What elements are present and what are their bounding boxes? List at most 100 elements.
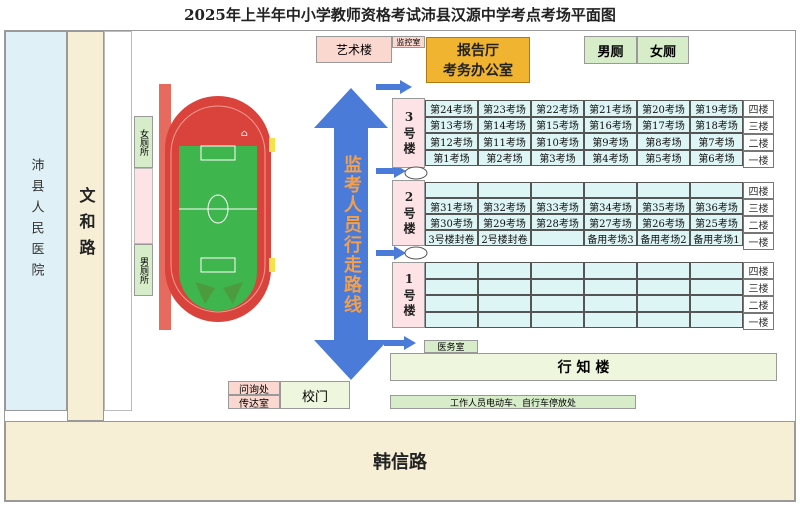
room-cell (531, 311, 584, 328)
room-cell (531, 278, 584, 295)
wenhe-road-label: 文和路 (76, 187, 96, 265)
field-marker: ⌂ (241, 129, 248, 139)
floor-label: 三楼 (743, 199, 774, 216)
room-cell (637, 182, 690, 198)
floor-label: 二楼 (743, 134, 774, 151)
route-arrow (314, 88, 388, 380)
female-wc-top: 女厕 (637, 36, 689, 64)
room-cell (425, 295, 478, 312)
building-1-label: 1号楼 (392, 262, 425, 328)
room-cell: 第11考场 (478, 133, 531, 150)
floor-label: 一楼 (743, 233, 774, 250)
route-label: 监考人员行走路线 (341, 155, 362, 315)
floor-label: 二楼 (743, 296, 774, 313)
room-cell: 第23考场 (478, 100, 531, 117)
room-cell: 第31考场 (425, 198, 478, 214)
page-title: 2025年上半年中小学教师资格考试沛县汉源中学考点考场平面图 (184, 6, 616, 24)
field-top-arc (179, 107, 257, 146)
room-cell: 第25考场 (690, 214, 743, 230)
exam-office: 报告厅 考务办公室 (426, 37, 530, 83)
floor-label: 三楼 (743, 279, 774, 296)
room-cell (478, 262, 531, 279)
field-corner-left (195, 282, 215, 304)
room-cell: 第32考场 (478, 198, 531, 214)
stair-marker-b2 (404, 246, 428, 260)
room-cell: 第7考场 (690, 133, 743, 150)
field-side-pink (134, 168, 153, 244)
monitor-room-label: 监控室 (396, 37, 421, 47)
floor-label: 二楼 (743, 216, 774, 233)
building-3-grid: 第24考场 第23考场 第22考场 第21考场 第20考场 第19考场 第13考… (425, 100, 743, 166)
room-cell (425, 278, 478, 295)
room-cell (531, 182, 584, 198)
arrow-to-top (376, 80, 412, 94)
exam-office-line2: 考务办公室 (443, 63, 513, 79)
room-cell (637, 262, 690, 279)
room-cell: 第9考场 (584, 133, 637, 150)
room-cell (531, 230, 584, 246)
field-male-wc: 男厕所 (134, 244, 153, 296)
building-1-floors: 四楼 三楼 二楼 一楼 (743, 262, 774, 330)
room-cell (584, 311, 637, 328)
room-cell: 第20考场 (637, 100, 690, 117)
inquiry-office: 问询处 (228, 381, 280, 396)
floor-label: 三楼 (743, 117, 774, 134)
room-cell (584, 262, 637, 279)
room-cell: 第27考场 (584, 214, 637, 230)
field-top-box (200, 145, 236, 161)
room-cell: 第28考场 (531, 214, 584, 230)
floor-label: 一楼 (743, 313, 774, 330)
room-cell (478, 278, 531, 295)
room-cell: 第19考场 (690, 100, 743, 117)
hanxin-road: 韩信路 (5, 421, 795, 501)
room-cell: 第4考场 (584, 149, 637, 166)
hospital-block: 沛县人民医院 (5, 31, 67, 411)
room-cell: 第29考场 (478, 214, 531, 230)
goal-post-bottom (269, 258, 275, 272)
floor-label: 四楼 (743, 100, 774, 117)
room-cell (690, 295, 743, 312)
building-1-grid (425, 262, 743, 328)
parking-area: 工作人员电动车、自行车停放处 (390, 395, 636, 409)
room-cell (637, 311, 690, 328)
room-cell: 第24考场 (425, 100, 478, 117)
field-bottom-box (200, 257, 236, 273)
map-frame (4, 30, 796, 502)
building-2-floors: 四楼 三楼 二楼 一楼 (743, 182, 774, 250)
clinic-label: 医务室 (437, 343, 465, 353)
building-3-label: 3号楼 (392, 98, 425, 168)
building-2-label: 2号楼 (392, 180, 425, 246)
room-cell (690, 311, 743, 328)
field-center-circle (207, 194, 229, 224)
route-arrow-shape (314, 88, 388, 380)
field-female-wc-label: 女厕所 (138, 128, 148, 156)
sidewalk-strip (104, 31, 132, 411)
xingzhi-building-label: 行 知 楼 (557, 360, 610, 376)
room-cell: 第1考场 (425, 149, 478, 166)
room-cell: 第26考场 (637, 214, 690, 230)
room-cell: 第33考场 (531, 198, 584, 214)
monitor-room: 监控室 (392, 36, 425, 48)
room-cell (584, 278, 637, 295)
room-cell (478, 311, 531, 328)
stair-marker-b3 (404, 166, 428, 180)
room-cell: 备用考场1 (690, 230, 743, 246)
art-building: 艺术楼 (316, 36, 392, 63)
school-gate: 校门 (280, 381, 350, 409)
room-cell (425, 262, 478, 279)
hospital-label: 沛县人民医院 (28, 158, 44, 284)
room-cell (637, 295, 690, 312)
room-cell (425, 182, 478, 198)
room-cell (478, 295, 531, 312)
room-cell (531, 295, 584, 312)
room-cell: 第3考场 (531, 149, 584, 166)
art-building-label: 艺术楼 (335, 43, 372, 57)
sports-field: ⌂ (159, 84, 275, 330)
room-cell: 第36考场 (690, 198, 743, 214)
room-cell: 第8考场 (637, 133, 690, 150)
clinic: 医务室 (424, 340, 478, 353)
room-cell: 第16考场 (584, 116, 637, 133)
building-3-floors: 四楼 三楼 二楼 一楼 (743, 100, 774, 168)
wenhe-road: 文和路 (67, 31, 104, 421)
room-cell: 第18考场 (690, 116, 743, 133)
